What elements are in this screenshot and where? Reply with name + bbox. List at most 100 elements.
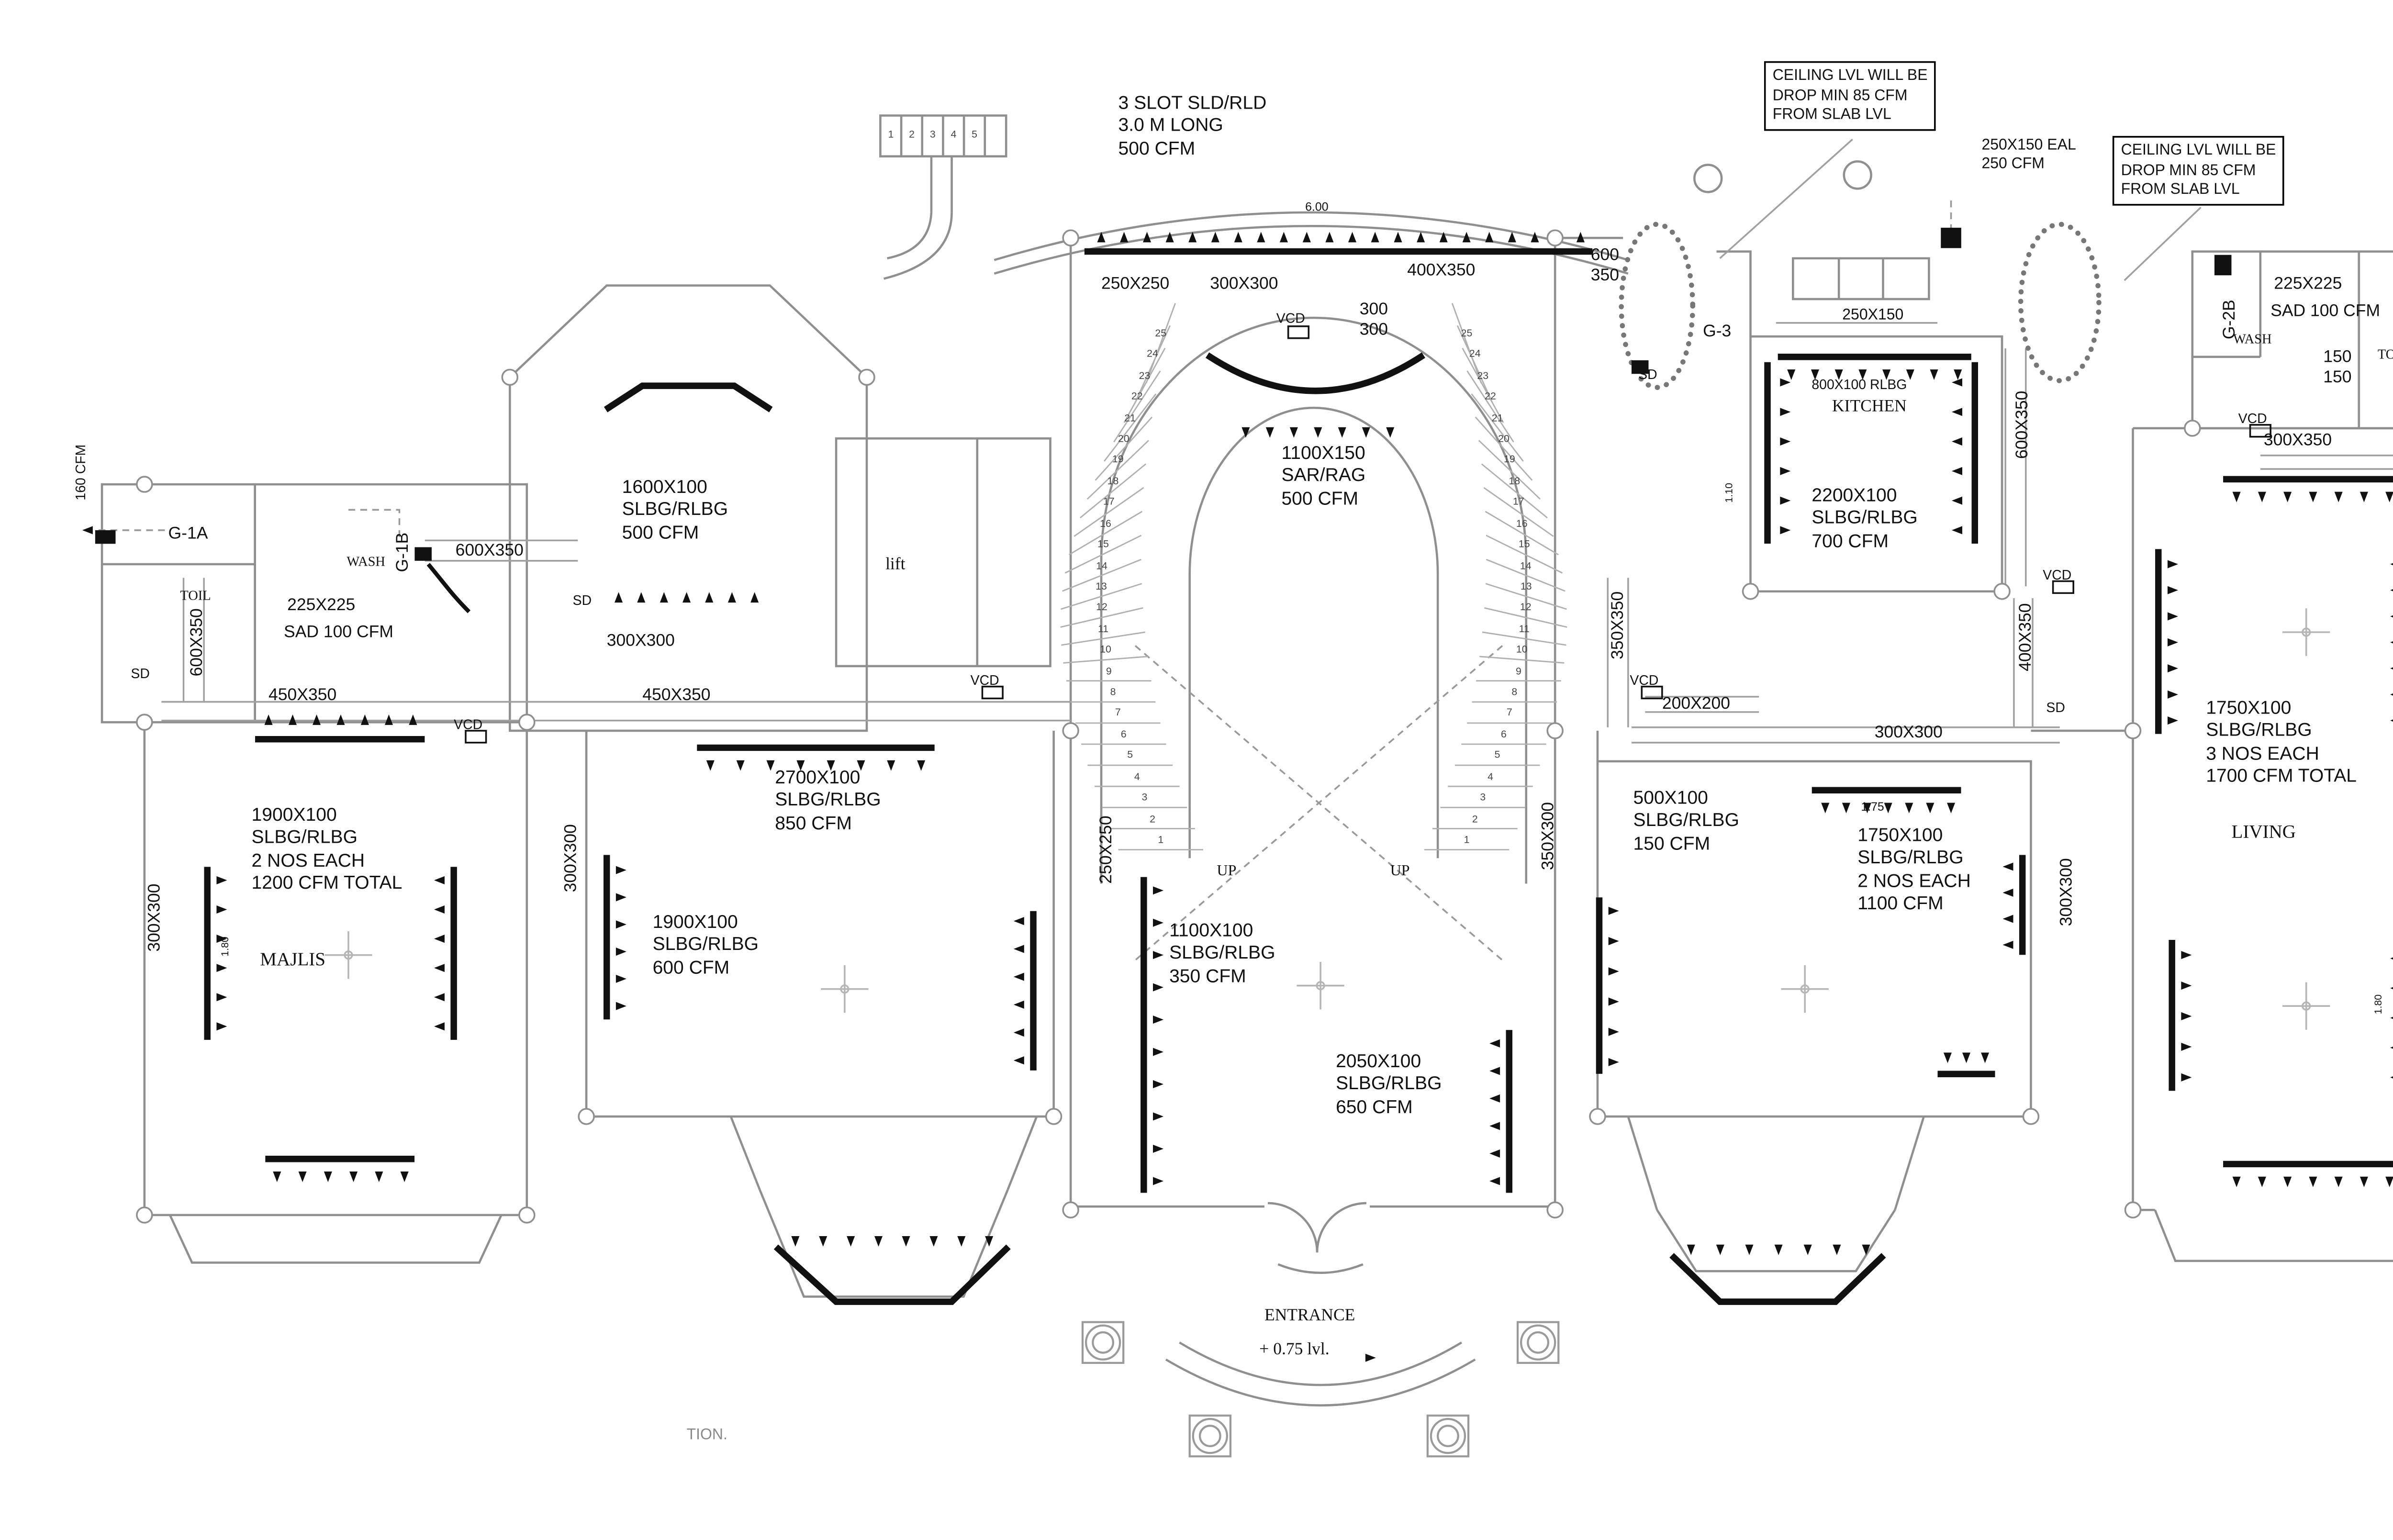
grand-stair-tread-number-left: 21 (1124, 414, 1136, 424)
duct-size-300x300-vmid: 300X300 (562, 824, 581, 893)
air-flow-arrow (1489, 1039, 1500, 1048)
diffuser-1900-majlis: 1900X100 SLBG/RLBG 2 NOS EACH 1200 CFM T… (251, 805, 403, 894)
air-flow-arrow (827, 760, 835, 771)
air-flow-arrow (1608, 1027, 1619, 1036)
air-flow-arrow (2385, 491, 2393, 502)
air-flow-arrow (360, 714, 369, 725)
air-flow-arrow (1417, 232, 1425, 243)
slot-diffuser-note: 3 SLOT SLD/RLD 3.0 M LONG 500 CFM (1118, 93, 1267, 160)
duct-size-450x350-a: 450X350 (268, 686, 337, 705)
air-flow-arrow (1951, 408, 1962, 416)
air-flow-arrow (1951, 437, 1962, 446)
air-flow-arrow (216, 1022, 227, 1031)
air-flow-arrow (957, 1236, 966, 1247)
air-flow-arrow (2181, 982, 2192, 990)
air-flow-arrow (1780, 408, 1791, 416)
dim-1-80-right: 1.80 (2374, 994, 2385, 1015)
air-flow-arrow (1338, 427, 1346, 438)
air-flow-arrow (1803, 1244, 1812, 1255)
vcd-tag-a: VCD (454, 717, 483, 733)
air-flow-arrow (434, 935, 445, 943)
air-flow-arrow (2232, 1176, 2241, 1187)
room-majlis: MAJLIS (260, 950, 326, 971)
grand-stair-tread-number-left: 14 (1096, 561, 1107, 572)
stair-up-right: UP (1390, 861, 1410, 879)
air-flow-arrow (2390, 589, 2393, 591)
air-flow-arrow (1947, 803, 1956, 814)
air-flow-arrow (384, 714, 393, 725)
grand-stair-tread-number-right: 4 (1487, 772, 1493, 783)
diffuser-1750a: 1750X100 SLBG/RLBG 2 NOS EACH 1100 CFM (1857, 826, 1971, 915)
air-flow-arrow (216, 993, 227, 1002)
air-flow-arrow (727, 592, 736, 603)
air-flow-arrow (336, 714, 345, 725)
air-flow-arrow (1884, 803, 1892, 814)
air-flow-arrow (637, 592, 646, 603)
air-flow-arrow (313, 714, 321, 725)
air-flow-arrow (1013, 1056, 1024, 1065)
duct-size-250x250-v: 250X250 (1097, 815, 1117, 884)
duct-size-225x225-left: 225X225 (287, 596, 356, 615)
air-flow-arrow (1576, 232, 1585, 243)
air-flow-arrow (682, 592, 691, 603)
air-flow-arrow (1716, 1244, 1724, 1255)
air-flow-arrow (1234, 232, 1242, 243)
air-flow-arrow (1687, 1244, 1695, 1255)
grand-stair-tread-number-left: 23 (1139, 371, 1151, 382)
air-flow-arrow (216, 964, 227, 972)
grand-stair-tread-number-right: 9 (1515, 667, 1521, 678)
air-flow-arrow (1152, 951, 1164, 960)
sd-tag-g3: SD (1638, 367, 1657, 382)
air-flow-arrow (1508, 232, 1516, 243)
air-flow-arrow (1787, 369, 1796, 380)
air-flow-arrow (434, 964, 445, 972)
air-flow-arrow (1833, 1244, 1841, 1255)
air-flow-arrow (2167, 664, 2178, 673)
small-stair-tread-number: 2 (909, 131, 915, 141)
air-flow-arrow (1289, 427, 1298, 438)
air-flow-arrow (874, 1236, 883, 1247)
air-flow-arrow (2390, 693, 2393, 696)
grand-stair-tread-number-right: 16 (1516, 519, 1528, 530)
air-flow-arrow (2167, 638, 2178, 647)
grand-stair-tread-number-left: 3 (1141, 793, 1148, 804)
small-stair-tread-number: 5 (972, 131, 978, 141)
air-flow-arrow (216, 905, 227, 914)
air-flow-arrow (273, 1172, 281, 1183)
air-flow-arrow (1314, 427, 1322, 438)
grand-stair-tread-number-left: 24 (1147, 350, 1158, 361)
riser-300-300: 300 300 (1359, 301, 1388, 340)
air-flow-arrow (2309, 1176, 2317, 1187)
air-flow-arrow (1608, 906, 1619, 915)
air-flow-arrow (1926, 803, 1935, 814)
air-flow-arrow (1152, 1144, 1164, 1153)
air-flow-arrow (791, 1236, 800, 1247)
air-flow-arrow (615, 893, 626, 902)
grand-stair-tread-number-left: 9 (1106, 667, 1112, 678)
diffuser-2050: 2050X100 SLBG/RLBG 650 CFM (1336, 1052, 1442, 1118)
air-flow-arrow (1821, 803, 1830, 814)
partial-text-tion: TION. (686, 1426, 727, 1443)
riser-150-150: 150 150 (2323, 348, 2352, 388)
air-flow-arrow (1780, 437, 1791, 446)
air-flow-arrow (1608, 1058, 1619, 1066)
duct-size-300x300-top: 300X300 (1210, 275, 1278, 294)
sd-tag-rc: SD (2046, 700, 2065, 715)
duct-size-400x350-top: 400X350 (1407, 261, 1476, 280)
small-stair-tread-number: 3 (929, 131, 936, 141)
grand-stair-tread-number-left: 22 (1131, 392, 1143, 403)
grand-stair-tread-number-left: 20 (1118, 435, 1129, 446)
air-flow-arrow (2359, 1176, 2368, 1187)
air-flow-arrow (660, 592, 668, 603)
diffuser-500: 500X100 SLBG/RLBG 150 CFM (1633, 788, 1739, 855)
air-flow-arrow (409, 714, 417, 725)
duct-size-300x300-vmaj: 300X300 (146, 883, 165, 952)
air-flow-arrow (1489, 1094, 1500, 1103)
duct-size-300x350-right: 300X350 (2263, 431, 2332, 451)
grand-stair-tread-number-right: 21 (1491, 414, 1503, 424)
grand-stair-tread-number-left: 10 (1100, 646, 1111, 657)
air-flow-arrow (705, 592, 714, 603)
air-flow-arrow (615, 948, 626, 956)
duct-size-600x350-vk: 600X350 (2013, 391, 2033, 459)
room-kitchen: KITCHEN (1832, 397, 1907, 416)
